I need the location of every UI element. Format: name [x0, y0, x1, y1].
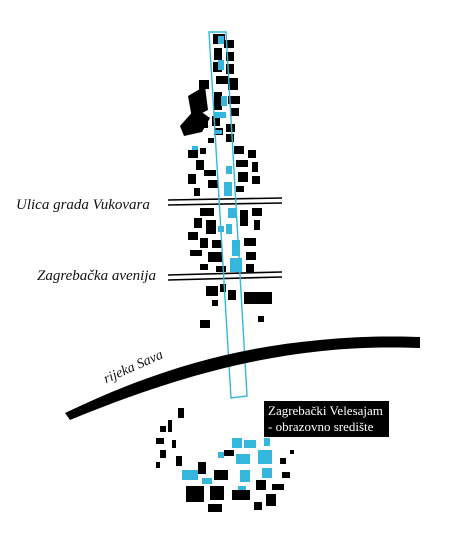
building-cluster-velesajam	[156, 408, 294, 512]
building-cluster-north	[180, 34, 240, 143]
highlight-buildings-central	[192, 36, 242, 272]
highlight-buildings-velesajam	[182, 438, 272, 490]
roads	[167, 197, 283, 281]
planned-axis-outline	[208, 31, 248, 399]
building-cluster-central	[188, 146, 272, 328]
label-zagrebacka-avenija: Zagrebačka avenija	[37, 268, 156, 284]
callout-line-2: - obrazovno središte	[268, 419, 374, 434]
callout-velesajam: Zagrebački Velesajam - obrazovno središt…	[264, 401, 389, 437]
label-ulica-grada-vukovara: Ulica grada Vukovara	[16, 197, 150, 213]
callout-line-1: Zagrebački Velesajam	[268, 403, 383, 418]
river-sava	[65, 336, 420, 420]
